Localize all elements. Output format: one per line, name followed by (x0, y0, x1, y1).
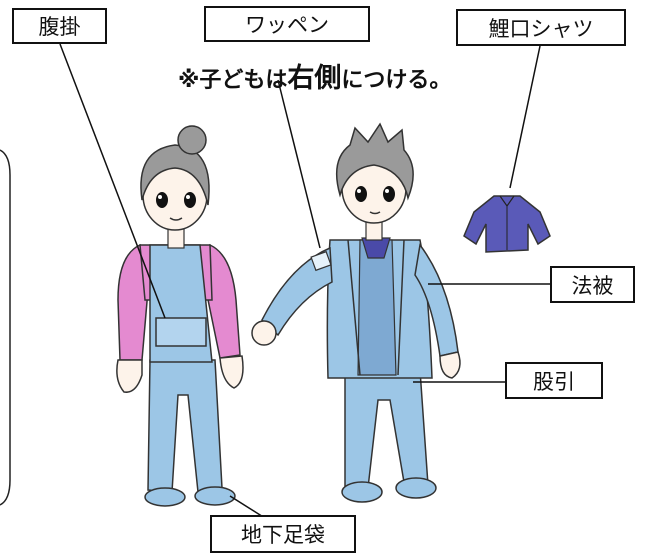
boy-right-foot (395, 477, 437, 499)
label-jika-tabi: 地下足袋 (210, 515, 356, 553)
label-happi-text: 法被 (571, 273, 614, 298)
leader-harakake (59, 43, 166, 319)
leader-lines (59, 43, 550, 521)
girl-mouth (169, 217, 183, 221)
note-emphasis: 右側 (287, 63, 342, 94)
label-harakake: 腹掛 (12, 8, 107, 44)
wappen-placement-note: ※子どもは右側につける。 (178, 56, 451, 95)
girl-neck (167, 227, 185, 249)
boy-left-eye (355, 186, 367, 202)
boy-right-eye (383, 186, 395, 202)
label-wappen-text: ワッペン (245, 13, 329, 37)
label-dabo-shirt-text: 鯉口シャツ (488, 16, 594, 41)
girl-left-eye (156, 192, 168, 208)
left-frame-edge (0, 149, 11, 506)
girl-hair (140, 144, 210, 206)
boy-hair (335, 122, 414, 201)
girl-right-eye (184, 192, 196, 208)
boy-left-foot (341, 481, 383, 503)
note-suffix: につける。 (341, 68, 452, 93)
girl-left-foot (144, 487, 186, 507)
label-momohiki: 股引 (505, 362, 603, 399)
boy-mouth (369, 211, 381, 215)
boy-left-hand (251, 320, 277, 346)
leader-wappen (277, 79, 321, 249)
boy-pants (344, 369, 429, 489)
label-wappen: ワッペン (204, 6, 370, 42)
label-momohiki-text: 股引 (533, 369, 575, 394)
girl-hair-bun (177, 125, 207, 155)
girl-left-hand (116, 359, 143, 393)
boy-inner-shirt (357, 239, 397, 376)
note-prefix: ※子どもは (178, 68, 288, 93)
boy-wappen (310, 250, 332, 272)
label-harakake-text: 腹掛 (38, 15, 81, 39)
dabo-shirt-drawing (463, 195, 551, 253)
boy-right-hand (439, 351, 461, 379)
boy-extended-arm (261, 246, 333, 337)
girl-figure (116, 125, 244, 507)
boy-figure (251, 122, 461, 503)
girl-harakake-pocket (155, 317, 207, 347)
label-jika-tabi-text: 地下足袋 (241, 523, 325, 547)
label-happi: 法被 (550, 266, 635, 303)
leader-dabo-shirt (509, 45, 541, 189)
girl-right-hand (219, 355, 244, 389)
label-dabo-shirt: 鯉口シャツ (456, 9, 626, 46)
girl-pants (147, 359, 223, 493)
girl-right-foot (194, 486, 236, 506)
